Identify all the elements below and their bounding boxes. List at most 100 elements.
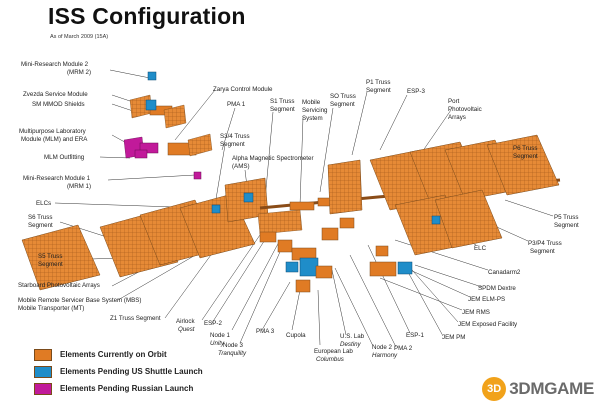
label-mlm: Multipurpose Laboratory bbox=[19, 128, 87, 135]
elc-port bbox=[431, 215, 441, 225]
label-node1-b: Unity bbox=[210, 340, 225, 347]
mlm-outfitting bbox=[134, 149, 148, 159]
node2-harmony bbox=[315, 265, 333, 279]
label-esp2: ESP-2 bbox=[204, 320, 222, 327]
cupola-module bbox=[285, 261, 299, 273]
s6-solar-array bbox=[21, 224, 101, 291]
zvezda-solar-array-2 bbox=[163, 104, 187, 129]
label-airlock-b: Quest bbox=[178, 326, 195, 333]
label-jem-elmps: JEM ELM-PS bbox=[468, 296, 505, 303]
label-us-lab-b: Destiny bbox=[340, 341, 362, 348]
label-sm-mmod: SM MMOD Shields bbox=[32, 101, 85, 108]
label-jem-ef: JEM Exposed Facility bbox=[458, 321, 518, 328]
sm-mmod-shields bbox=[145, 99, 157, 111]
legend-item-orbit: Elements Currently on Orbit bbox=[34, 346, 203, 363]
label-mbs: Mobile Remote Servicer Base System (MBS) bbox=[18, 297, 141, 304]
mlm-module bbox=[139, 142, 159, 154]
node3-tranquility bbox=[299, 257, 319, 277]
label-p6-b: Segment bbox=[513, 153, 538, 160]
label-port-pv: Port bbox=[448, 98, 460, 105]
label-p1-b: Segment bbox=[366, 87, 391, 94]
jem-pm-module bbox=[369, 261, 397, 277]
columbus-lab bbox=[295, 279, 311, 293]
zarya-solar-array bbox=[187, 133, 213, 157]
legend-swatch-russian bbox=[34, 382, 52, 395]
label-s0-b: Segment bbox=[330, 101, 355, 108]
label-us-lab: U.S. Lab bbox=[340, 333, 365, 340]
label-node2: Node 2 bbox=[372, 344, 393, 351]
node1-unity bbox=[277, 239, 293, 253]
label-p3p4: P3/P4 Truss bbox=[528, 240, 562, 247]
label-canadarm2: Canadarm2 bbox=[488, 269, 521, 276]
label-node2-b: Harmony bbox=[372, 352, 398, 359]
label-p3p4-b: Segment bbox=[530, 248, 555, 255]
mrm2-module bbox=[147, 71, 157, 81]
label-node3-b: Tranquility bbox=[218, 350, 247, 357]
esp-platform bbox=[339, 217, 355, 229]
central-segment bbox=[257, 193, 413, 293]
label-european-lab: European Lab bbox=[314, 348, 353, 355]
watermark-circle: 3D bbox=[482, 377, 507, 401]
label-esp3: ESP-3 bbox=[407, 88, 425, 95]
label-spdm: SPDM Dextre bbox=[478, 285, 516, 292]
legend-label-orbit: Elements Currently on Orbit bbox=[60, 350, 167, 359]
label-s0: SO Truss bbox=[330, 93, 356, 100]
label-s5: S5 Truss bbox=[38, 253, 62, 260]
label-s5-b: Segment bbox=[38, 261, 63, 268]
label-esp1: ESP-1 bbox=[406, 332, 424, 339]
s0-truss-segment bbox=[289, 201, 315, 211]
label-cupola: Cupola bbox=[286, 332, 306, 339]
legend-swatch-us-shuttle bbox=[34, 365, 52, 378]
label-s1-b: Segment bbox=[270, 106, 295, 113]
label-zvezda: Zvezda Service Module bbox=[23, 91, 88, 98]
legend-label-us-shuttle: Elements Pending US Shuttle Launch bbox=[60, 367, 203, 376]
legend-item-us-shuttle: Elements Pending US Shuttle Launch bbox=[34, 363, 203, 380]
p6-solar-array-2 bbox=[486, 134, 560, 196]
label-node1: Node 1 bbox=[210, 332, 231, 339]
label-starboard-pv: Starboard Photovoltaic Arrays bbox=[18, 282, 100, 289]
label-port-pv-c: Arrays bbox=[448, 114, 466, 121]
label-pma3: PMA 3 bbox=[256, 328, 275, 335]
label-airlock: Airlock bbox=[176, 318, 195, 325]
jem-ef-module bbox=[397, 261, 413, 275]
jem-elm-ps-module bbox=[375, 245, 389, 257]
label-mrm1: Mini-Research Module 1 bbox=[23, 175, 91, 182]
leader-lines bbox=[54, 69, 554, 348]
p6-lower-array bbox=[434, 189, 503, 249]
label-s3s4: S3/4 Truss bbox=[220, 133, 250, 140]
label-elcs: ELCs bbox=[36, 200, 51, 207]
starboard-truss bbox=[21, 177, 269, 291]
s1-radiator bbox=[257, 209, 303, 235]
label-elc: ELC bbox=[474, 245, 487, 252]
label-p1: P1 Truss bbox=[366, 79, 390, 86]
russian-segment bbox=[123, 71, 213, 180]
label-mbs-b: Mobile Transporter (MT) bbox=[18, 305, 84, 312]
component-labels: Mini-Research Module 2 (MRM 2) Zvezda Se… bbox=[18, 61, 579, 363]
label-pma1: PMA 1 bbox=[227, 101, 246, 108]
elc-starboard bbox=[211, 204, 221, 214]
label-jem-rms: JEM RMS bbox=[462, 309, 490, 316]
label-p5: P5 Truss bbox=[554, 214, 578, 221]
watermark-logo: 3D 3DMGAME bbox=[482, 377, 594, 401]
label-z1: Z1 Truss Segment bbox=[110, 315, 161, 322]
label-pma2: PMA 2 bbox=[394, 345, 413, 352]
label-mlm-outfitting: MLM Outfitting bbox=[44, 154, 85, 161]
page-title: ISS Configuration bbox=[48, 3, 246, 29]
label-p6: P6 Truss bbox=[513, 145, 537, 152]
p1-radiator bbox=[327, 159, 363, 215]
label-s1: S1 Truss bbox=[270, 98, 294, 105]
pma2-module bbox=[321, 227, 339, 241]
port-truss bbox=[327, 134, 561, 256]
legend-label-russian: Elements Pending Russian Launch bbox=[60, 384, 194, 393]
label-port-pv-b: Photovoltaic bbox=[448, 106, 482, 113]
label-ams-b: (AMS) bbox=[232, 163, 250, 170]
page-subtitle: As of March 2009 (15A) bbox=[50, 34, 109, 40]
label-p5-b: Segment bbox=[554, 222, 579, 229]
label-node3: Node 3 bbox=[223, 342, 244, 349]
label-jem-pm: JEM PM bbox=[442, 334, 465, 341]
label-mrm1-b: (MRM 1) bbox=[67, 183, 91, 190]
label-s3s4-b: Segment bbox=[220, 141, 245, 148]
label-mss: Mobile bbox=[302, 99, 321, 106]
